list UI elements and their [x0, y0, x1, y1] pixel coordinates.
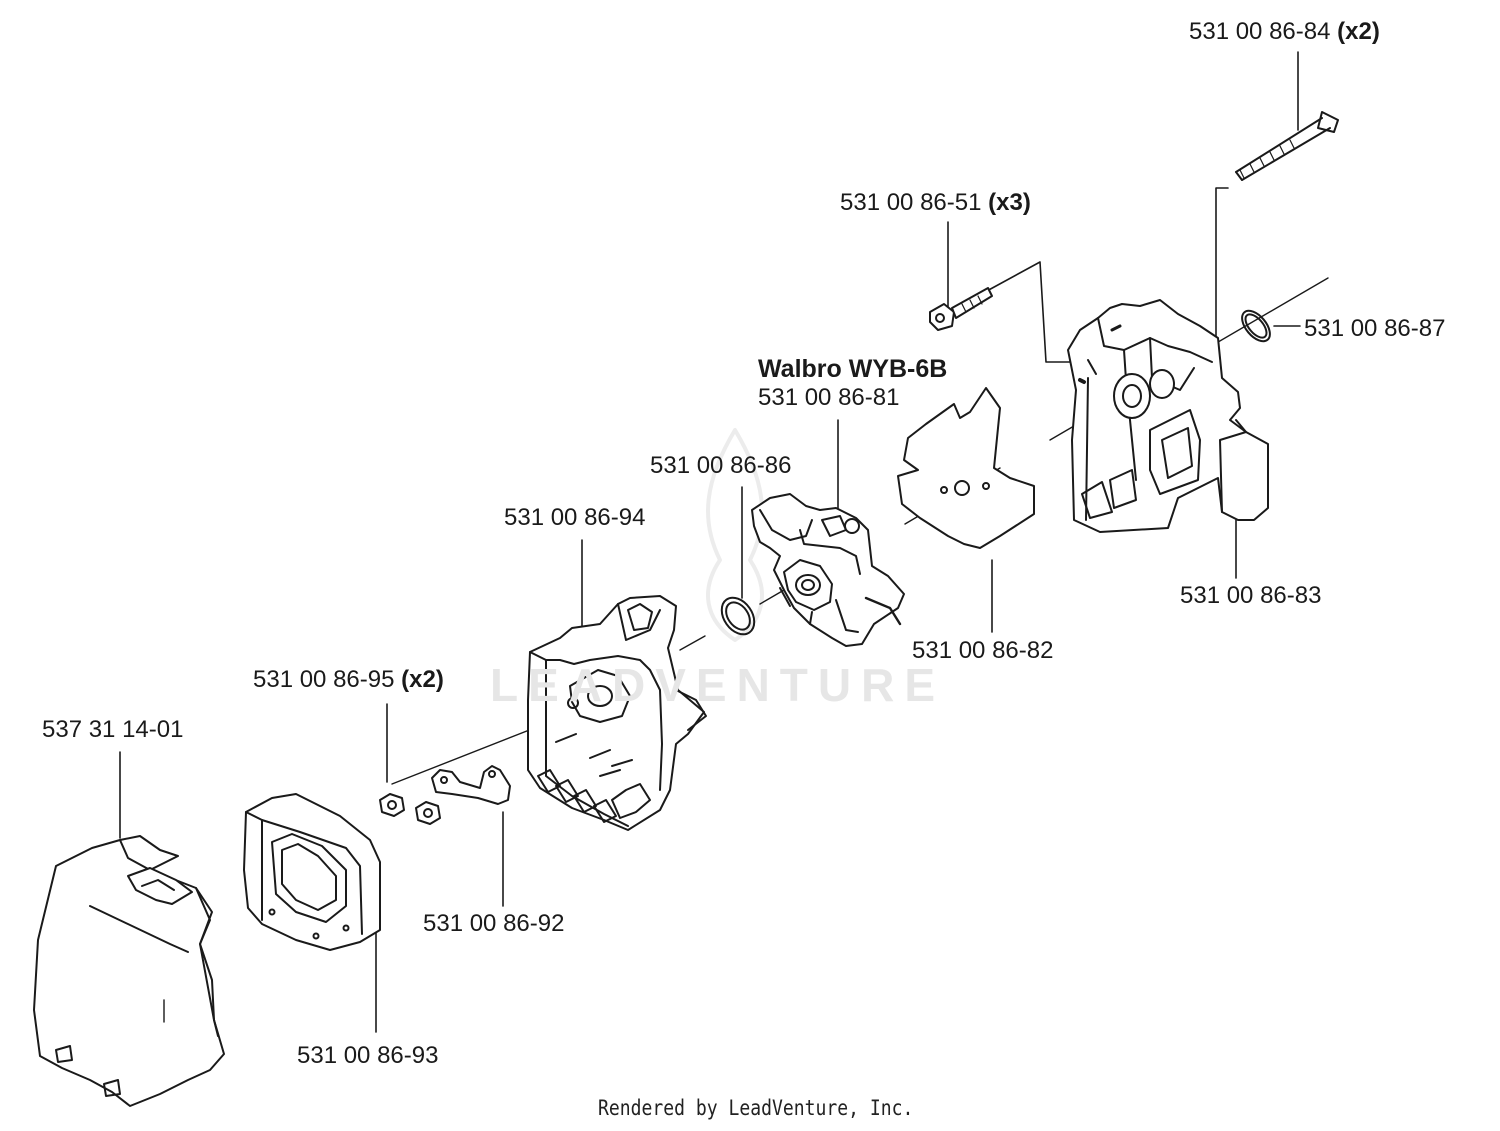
nuts-part — [379, 793, 441, 825]
o-ring-large-part — [1241, 309, 1271, 343]
long-bolt-part — [1235, 111, 1339, 181]
part-quantity: (x3) — [988, 189, 1031, 216]
part-number: 531 00 86-92 — [423, 910, 565, 937]
part-quantity: (x2) — [1337, 18, 1380, 45]
cover-part — [33, 835, 225, 1107]
bracket-plate-part — [431, 765, 511, 805]
part-number: 531 00 86-93 — [297, 1042, 439, 1069]
part-number: 531 00 86-81 — [758, 384, 900, 411]
air-filter-housing-part — [527, 595, 707, 831]
part-label-531-00-86-81[interactable]: 531 00 86-81 — [758, 386, 899, 410]
part-quantity: (x2) — [401, 666, 444, 693]
part-label-531-00-86-84[interactable]: 531 00 86-84 (x2) — [1189, 20, 1380, 44]
air-filter-part — [243, 793, 381, 951]
part-label-531-00-86-86[interactable]: 531 00 86-86 — [650, 454, 791, 478]
watermark-text: LEADVENTURE — [490, 659, 946, 711]
part-label-531-00-86-83[interactable]: 531 00 86-83 — [1180, 584, 1321, 608]
intake-adapter-part — [1067, 299, 1269, 533]
part-label-531-00-86-51[interactable]: 531 00 86-51 (x3) — [840, 191, 1031, 215]
footer-credit: Rendered by LeadVenture, Inc. — [598, 1096, 914, 1120]
part-label-531-00-86-92[interactable]: 531 00 86-92 — [423, 912, 564, 936]
part-number: 531 00 86-87 — [1304, 315, 1446, 342]
part-label-531-00-86-93[interactable]: 531 00 86-93 — [297, 1044, 438, 1068]
o-ring-small-part — [720, 596, 756, 636]
part-number: 531 00 86-86 — [650, 452, 792, 479]
screw-part — [929, 287, 993, 331]
part-label-531-00-86-82[interactable]: 531 00 86-82 — [912, 639, 1053, 663]
part-number: 537 31 14-01 — [42, 716, 184, 743]
gasket-part — [897, 387, 1035, 549]
part-label-537-31-14-01[interactable]: 537 31 14-01 — [42, 718, 183, 742]
leader-lines — [119, 51, 1301, 1033]
part-number: 531 00 86-95 — [253, 666, 395, 693]
part-number: 531 00 86-94 — [504, 504, 646, 531]
part-label-531-00-86-87[interactable]: 531 00 86-87 — [1304, 317, 1445, 341]
part-number: 531 00 86-82 — [912, 637, 1054, 664]
part-label-531-00-86-94[interactable]: 531 00 86-94 — [504, 506, 645, 530]
part-number: 531 00 86-84 — [1189, 18, 1331, 45]
part-number: 531 00 86-83 — [1180, 582, 1322, 609]
carburetor-part — [751, 493, 905, 647]
carburetor-model-label: Walbro WYB-6B — [758, 355, 948, 383]
part-number: 531 00 86-51 — [840, 189, 982, 216]
part-label-531-00-86-95[interactable]: 531 00 86-95 (x2) — [253, 668, 444, 692]
